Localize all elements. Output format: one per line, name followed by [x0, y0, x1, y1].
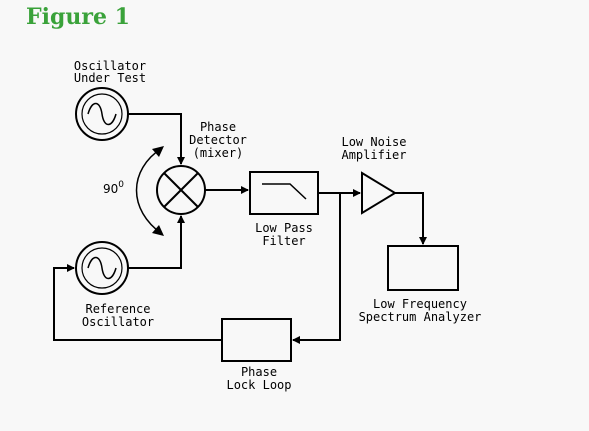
lna-label-line2: Amplifier	[341, 148, 406, 162]
analyzer-label-line2: Spectrum Analyzer	[359, 310, 482, 324]
sine-wave-icon	[87, 102, 117, 126]
wire-tap-to-pll	[292, 193, 341, 344]
wire-osc-test-to-mixer	[128, 113, 185, 165]
phase-shift-label: 900	[103, 180, 124, 196]
phase-lock-loop-box	[221, 318, 292, 362]
phase-shift-arc	[135, 147, 163, 235]
pll-label-line1: Phase	[241, 365, 277, 379]
phase-detector-label-line2: Detector	[189, 133, 247, 147]
reference-oscillator	[75, 241, 129, 295]
oscillator-under-test	[75, 87, 129, 141]
wire-pll-to-ref-osc	[53, 264, 222, 341]
phase-detector-label-line1: Phase	[200, 120, 236, 134]
osc-test-label-line2: Under Test	[74, 71, 146, 85]
arc-arrowhead-bottom-icon	[152, 225, 164, 236]
phase-shift-unit: 0	[118, 180, 124, 190]
lpf-label-line2: Filter	[262, 234, 305, 248]
phase-detector-mixer	[156, 165, 206, 215]
wire-lna-to-analyzer	[395, 192, 427, 245]
ref-osc-label-line1: Reference	[85, 302, 150, 316]
figure-title: Figure 1	[26, 4, 130, 30]
phase-detector-label-line3: (mixer)	[193, 146, 244, 160]
low-noise-amplifier	[361, 171, 397, 215]
ref-osc-label-line2: Oscillator	[82, 315, 154, 329]
lna-label-line1: Low Noise	[341, 135, 406, 149]
wire-ref-osc-to-mixer	[128, 215, 185, 269]
arc-arrowhead-top-icon	[152, 146, 164, 157]
pll-label-line2: Lock Loop	[226, 378, 291, 392]
low-pass-filter	[249, 171, 319, 215]
signal-wires	[53, 113, 427, 344]
spectrum-analyzer-box	[387, 245, 459, 291]
analyzer-label-line1: Low Frequency	[373, 297, 467, 311]
phase-shift-value: 90	[103, 182, 118, 196]
lpf-label-line1: Low Pass	[255, 221, 313, 235]
osc-test-label-line1: Oscillator	[74, 59, 146, 73]
filter-response-icon	[262, 183, 307, 200]
sine-wave-icon	[87, 256, 117, 280]
